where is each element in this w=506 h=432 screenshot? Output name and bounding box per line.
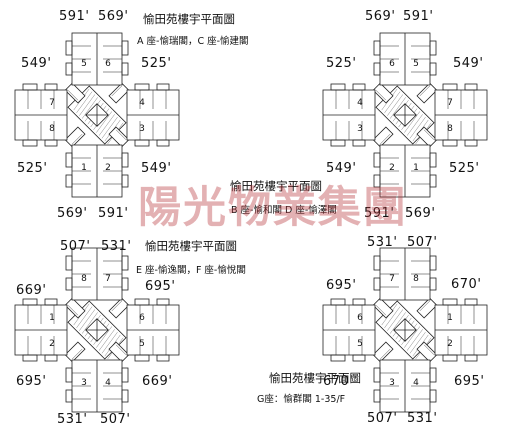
unit-number-2: 2 (447, 339, 453, 349)
unit-number-1: 1 (413, 163, 419, 173)
unit-number-8: 8 (447, 124, 453, 134)
unit-number-8: 8 (413, 274, 419, 284)
plan-2-area-bottom-left: 591' (364, 206, 395, 221)
plan-3-area-bottom-right: 507' (100, 412, 131, 427)
unit-number-4: 4 (413, 378, 419, 388)
plan-4-area-right-top: 670' (451, 277, 482, 292)
plan-2-area-right-bottom: 525' (449, 161, 480, 176)
wing-east (434, 298, 488, 362)
unit-number-1: 1 (447, 313, 453, 323)
unit-number-7: 7 (49, 98, 55, 108)
plan-3-area-bottom-left: 531' (57, 412, 88, 427)
unit-number-6: 6 (105, 59, 111, 69)
plan-1-area-right-top: 525' (141, 56, 172, 71)
unit-number-6: 6 (139, 313, 145, 323)
plan-1-area-left-bottom: 525' (17, 161, 48, 176)
floor-plan-1: 5 6 4 3 2 1 8 7 (14, 32, 180, 198)
unit-number-7: 7 (447, 98, 453, 108)
plan-1-area-left-top: 549' (21, 56, 52, 71)
unit-number-4: 4 (105, 378, 111, 388)
plan-4-area-left-bottom: 670' (323, 374, 354, 389)
unit-number-5: 5 (139, 339, 145, 349)
floor-plan-3: 8 7 6 5 4 3 2 1 (14, 247, 180, 413)
floor-plan-4: 7 8 1 2 4 3 5 6 (322, 247, 488, 413)
plan-3-area-top-right: 531' (101, 239, 132, 254)
wing-west (322, 83, 376, 147)
plan-2-area-left-top: 525' (326, 56, 357, 71)
unit-number-3: 3 (357, 124, 363, 134)
floor-plan-2: 6 5 7 8 1 2 3 4 (322, 32, 488, 198)
plan-4-title: 愉田苑樓宇平面圖 (269, 371, 361, 385)
plan-4-area-right-bottom: 695' (454, 374, 485, 389)
company-watermark: 陽光物業集團 (138, 183, 408, 233)
plan-3-area-right-bottom: 669' (142, 374, 173, 389)
plan-1-area-right-bottom: 549' (141, 161, 172, 176)
wing-east (126, 83, 180, 147)
unit-number-5: 5 (357, 339, 363, 349)
plan-4-area-top-right: 507' (407, 235, 438, 250)
unit-number-5: 5 (413, 59, 419, 69)
plan-2-area-bottom-right: 569' (405, 206, 436, 221)
unit-number-8: 8 (49, 124, 55, 134)
wing-east (126, 298, 180, 362)
unit-number-6: 6 (389, 59, 395, 69)
unit-number-3: 3 (81, 378, 87, 388)
wing-north (373, 32, 437, 86)
plan-1-area-bottom-left: 569' (57, 206, 88, 221)
wing-south (65, 144, 129, 198)
plan-2-subtitle: B 座-愉和閣 D 座-愉澤閣 (231, 205, 337, 216)
wing-south (65, 359, 129, 413)
plan-1-area-top-left: 591' (59, 9, 90, 24)
unit-number-2: 2 (49, 339, 55, 349)
wing-west (14, 298, 68, 362)
plan-4-area-left-top: 695' (326, 278, 357, 293)
plan-4-area-top-left: 531' (367, 235, 398, 250)
unit-number-1: 1 (49, 313, 55, 323)
unit-number-8: 8 (81, 274, 87, 284)
plan-2-area-top-right: 591' (403, 9, 434, 24)
plan-1-title: 愉田苑樓宇平面圖 (143, 12, 235, 26)
unit-number-5: 5 (81, 59, 87, 69)
plan-1-subtitle: A 座-愉瑞閣，C 座-愉建閣 (137, 36, 249, 47)
wing-north (65, 32, 129, 86)
unit-number-2: 2 (389, 163, 395, 173)
plan-3-area-left-bottom: 695' (16, 374, 47, 389)
plan-2-area-left-bottom: 549' (326, 161, 357, 176)
wing-south (373, 144, 437, 198)
plan-3-area-right-top: 695' (145, 279, 176, 294)
unit-number-7: 7 (389, 274, 395, 284)
plan-3-area-top-left: 507' (60, 239, 91, 254)
unit-number-1: 1 (81, 163, 87, 173)
unit-number-6: 6 (357, 313, 363, 323)
plan-1-area-bottom-right: 591' (98, 206, 129, 221)
central-core (67, 85, 127, 145)
unit-number-4: 4 (357, 98, 363, 108)
unit-number-3: 3 (139, 124, 145, 134)
plan-1-area-top-right: 569' (98, 9, 129, 24)
plan-2-area-right-top: 549' (453, 56, 484, 71)
wing-west (14, 83, 68, 147)
plan-4-subtitle: G座：愉群閣 1-35/F (257, 394, 346, 405)
unit-number-4: 4 (139, 98, 145, 108)
wing-south (373, 359, 437, 413)
plan-4-area-bottom-left: 507' (367, 411, 398, 426)
wing-east (434, 83, 488, 147)
plan-3-area-left-top: 669' (16, 283, 47, 298)
wing-west (322, 298, 376, 362)
unit-number-3: 3 (389, 378, 395, 388)
central-core (67, 300, 127, 360)
wing-north (373, 247, 437, 301)
plan-2-title: 愉田苑樓宇平面圖 (230, 179, 322, 193)
unit-number-7: 7 (105, 274, 111, 284)
wing-north (65, 247, 129, 301)
plan-3-title: 愉田苑樓宇平面圖 (145, 239, 237, 253)
plan-4-area-bottom-right: 531' (407, 411, 438, 426)
plan-2-area-top-left: 569' (365, 9, 396, 24)
unit-number-2: 2 (105, 163, 111, 173)
plan-3-subtitle: E 座-愉逸閣，F 座-愉悅閣 (136, 265, 246, 276)
